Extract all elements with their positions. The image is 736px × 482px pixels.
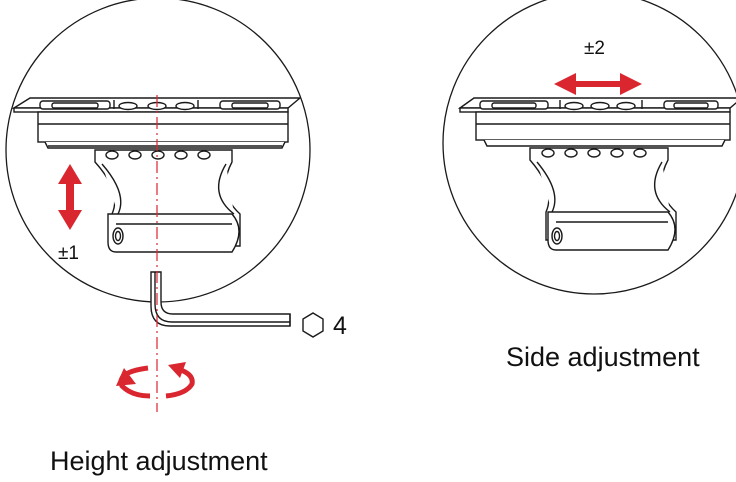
- rotation-arrow-icon: [116, 362, 195, 399]
- tool-size-label: 4: [333, 312, 347, 340]
- height-clamp-body: [94, 149, 241, 253]
- height-mount-assembly: [11, 97, 302, 253]
- side-mount-assembly: [457, 97, 736, 251]
- hex-key-icon: [150, 271, 291, 327]
- side-tolerance-label: ±2: [584, 38, 605, 59]
- height-adjustment-caption: Height adjustment: [50, 446, 268, 476]
- side-rail: [457, 97, 736, 147]
- vertical-double-arrow-icon: [58, 164, 82, 230]
- side-adjustment-panel: ±2: [442, 0, 736, 372]
- hexagon-icon: [302, 312, 324, 338]
- side-adjustment-caption: Side adjustment: [506, 342, 700, 372]
- height-adjustment-panel: ±1 4 Height adjustment: [5, 0, 347, 476]
- horizontal-double-arrow-icon: [554, 73, 642, 95]
- height-rail: [11, 97, 302, 149]
- height-tolerance-label: ±1: [58, 243, 79, 264]
- side-clamp-body: [529, 147, 677, 251]
